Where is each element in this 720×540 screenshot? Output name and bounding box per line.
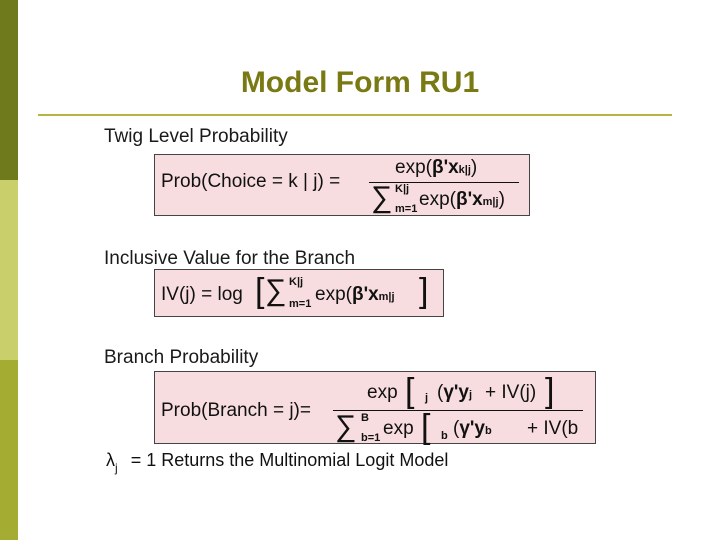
branch-num-right-bracket-icon: ]: [545, 372, 555, 410]
branch-sum-upper: B: [361, 412, 369, 424]
branch-num-exp: exp: [367, 382, 398, 403]
branch-num-iv: + IV(j): [485, 382, 537, 403]
branch-den-gamma: (γ'yb: [453, 418, 492, 439]
twig-sum-upper: K|j: [395, 183, 410, 195]
sidebar-band-top: [0, 0, 18, 180]
branch-sum-lower: b=1: [361, 432, 381, 444]
twig-lhs: Prob(Choice = k | j) =: [161, 171, 341, 192]
inclusive-sum-icon: ∑: [265, 274, 287, 307]
inclusive-sum-upper: K|j: [289, 276, 304, 288]
branch-den-left-bracket-icon: [: [421, 408, 431, 446]
inclusive-lhs: IV(j) = log: [161, 284, 243, 305]
twig-numerator: exp(β'xk|j): [395, 157, 478, 178]
twig-sum-lower: m=1: [395, 203, 418, 215]
twig-denominator: exp(β'xm|j): [419, 189, 505, 210]
left-bracket-icon: [: [255, 272, 265, 310]
sidebar-band-middle: [0, 180, 18, 360]
branch-fraction-bar: [333, 410, 583, 411]
branch-formula-box: Prob(Branch = j)= exp [ j (γ'yj + IV(j) …: [154, 371, 596, 444]
inclusive-formula-box: IV(j) = log [ ∑ K|j m=1 exp(β'xm|j ]: [154, 269, 444, 317]
sidebar-band-bottom: [0, 360, 18, 540]
branch-num-left-bracket-icon: [: [405, 372, 415, 410]
branch-den-iv: + IV(b: [527, 418, 579, 439]
inclusive-label: Inclusive Value for the Branch: [104, 248, 356, 269]
branch-num-gamma: (γ'yj: [437, 382, 473, 403]
branch-num-sub-j: j: [425, 392, 429, 404]
branch-lhs: Prob(Branch = j)=: [161, 400, 311, 421]
twig-label: Twig Level Probability: [104, 126, 288, 147]
title-divider: [38, 114, 672, 116]
mnl-note: λj = 1 Returns the Multinomial Logit Mod…: [106, 450, 449, 475]
branch-label: Branch Probability: [104, 347, 259, 368]
branch-den-sub-b: b: [441, 430, 448, 442]
inclusive-sum-lower: m=1: [289, 298, 312, 310]
branch-den-exp: exp: [383, 418, 414, 439]
twig-formula-box: Prob(Choice = k | j) = exp(β'xk|j) ∑ K|j…: [154, 154, 530, 216]
branch-sum-icon: ∑: [335, 410, 357, 443]
twig-fraction-bar: [369, 182, 519, 183]
right-bracket-icon: ]: [419, 272, 429, 310]
twig-sum-icon: ∑: [371, 181, 393, 214]
inclusive-body: exp(β'xm|j: [315, 284, 395, 305]
slide-title: Model Form RU1: [240, 66, 480, 99]
